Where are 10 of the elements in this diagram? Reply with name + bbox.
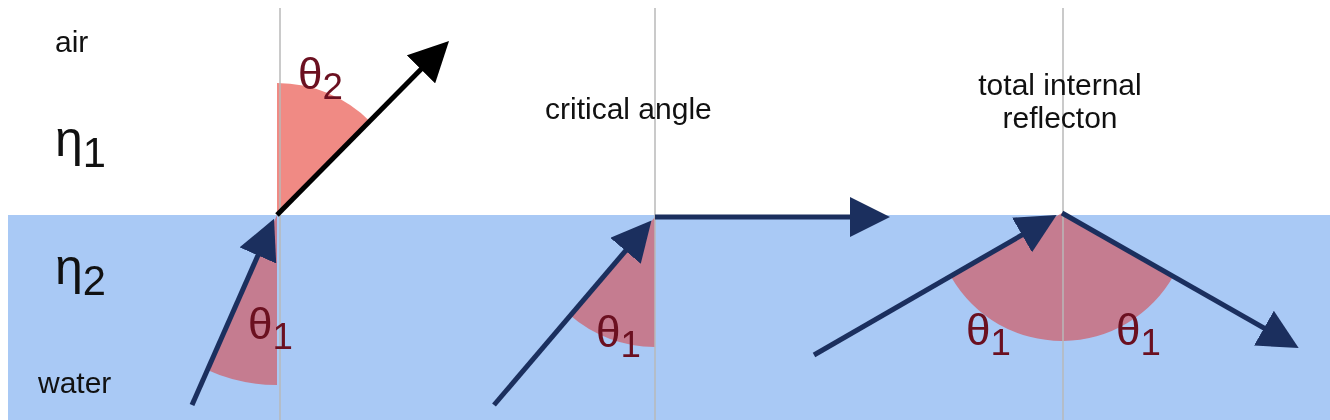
caption-label: total internal reflecton bbox=[977, 68, 1143, 134]
angle-label: θ$_{1}$ bbox=[248, 300, 293, 358]
refractive-index-label: η$_{1}$ bbox=[55, 112, 106, 176]
caption-label: critical angle bbox=[545, 92, 712, 125]
angle-label: θ$_{2}$ bbox=[298, 50, 343, 108]
angle-label: θ$_{1}$ bbox=[1116, 306, 1161, 364]
angle-label: θ$_{1}$ bbox=[966, 306, 1011, 364]
medium-label: water bbox=[38, 366, 112, 399]
refractive-index-label: η$_{2}$ bbox=[55, 240, 106, 304]
medium-label: air bbox=[55, 25, 89, 58]
